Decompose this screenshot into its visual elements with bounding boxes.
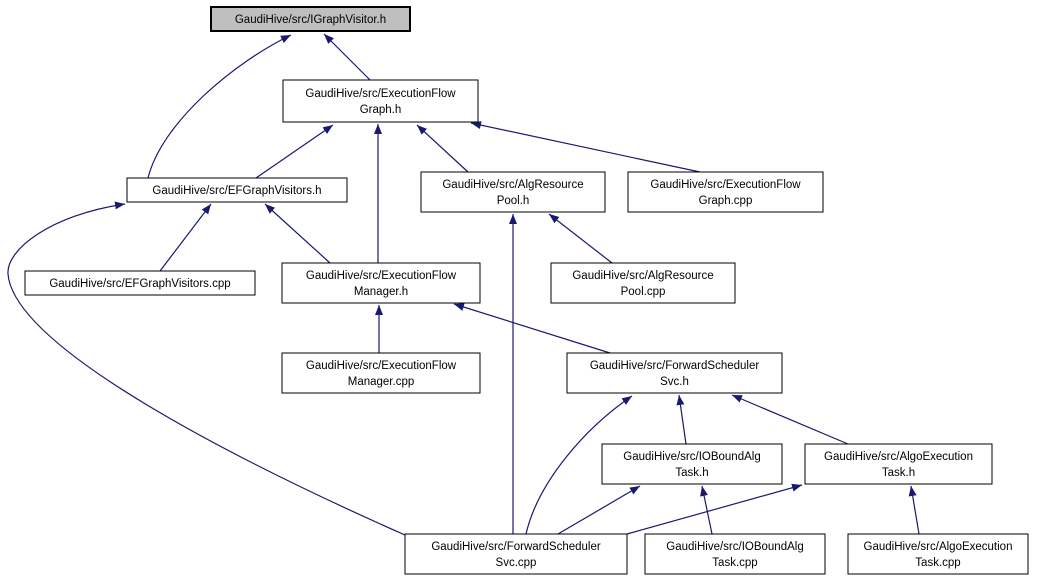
node-algresource-pool-cpp[interactable]: GaudiHive/src/AlgResource Pool.cpp xyxy=(550,262,736,304)
node-efgraphvisitors-cpp[interactable]: GaudiHive/src/EFGraphVisitors.cpp xyxy=(24,270,256,296)
node-box xyxy=(566,352,783,394)
node-igraphvisitor-h[interactable]: GaudiHive/src/IGraphVisitor.h xyxy=(210,6,411,32)
node-label-line2: Graph.cpp xyxy=(699,195,753,207)
edge-algoexecution-task-cpp-to-algoexecution-task-h xyxy=(908,485,920,535)
node-label-line1: GaudiHive/src/ForwardScheduler xyxy=(431,541,601,553)
node-label-line1: GaudiHive/src/ExecutionFlow xyxy=(305,88,456,100)
node-ioboundalg-task-h[interactable]: GaudiHive/src/IOBoundAlg Task.h xyxy=(601,443,783,485)
edge-efgraphvisitors-h-to-executionflow-graph-h xyxy=(255,124,334,179)
node-label-line1: GaudiHive/src/AlgoExecution xyxy=(864,541,1013,553)
node-label-line1: GaudiHive/src/IOBoundAlg xyxy=(666,541,803,553)
node-label-line1: GaudiHive/src/AlgoExecution xyxy=(824,451,973,463)
edge-forwardscheduler-svc-cpp-to-efgraphvisitors-h xyxy=(7,201,406,536)
node-label-line1: GaudiHive/src/AlgResource xyxy=(572,270,713,282)
node-box xyxy=(550,262,736,304)
node-label-line2: Manager.h xyxy=(354,286,408,298)
node-label: GaudiHive/src/IGraphVisitor.h xyxy=(235,14,386,26)
node-label-line2: Task.cpp xyxy=(712,557,757,569)
node-label-line1: GaudiHive/src/ForwardScheduler xyxy=(590,360,760,372)
node-box xyxy=(420,171,606,213)
node-label-line1: GaudiHive/src/ExecutionFlow xyxy=(306,360,457,372)
node-box xyxy=(282,79,479,123)
node-box xyxy=(210,6,411,32)
node-label: GaudiHive/src/EFGraphVisitors.cpp xyxy=(49,278,230,290)
node-label-line1: GaudiHive/src/ExecutionFlow xyxy=(650,179,801,191)
edge-forwardscheduler-svc-cpp-to-ioboundalg-task-h xyxy=(557,485,641,535)
edge-efgraphvisitors-cpp-to-efgraphvisitors-h xyxy=(159,203,212,272)
node-label-line2: Graph.h xyxy=(360,104,402,116)
edge-executionflow-graph-h-to-igraphvisitor-h xyxy=(323,33,371,81)
node-label-line1: GaudiHive/src/AlgResource xyxy=(442,179,583,191)
edge-ioboundalg-task-cpp-to-ioboundalg-task-h xyxy=(700,485,713,535)
node-label-line1: GaudiHive/src/IOBoundAlg xyxy=(623,451,760,463)
node-box xyxy=(627,171,824,213)
edge-executionflow-graph-cpp-to-executionflow-graph-h xyxy=(470,121,701,173)
edge-algresource-pool-h-to-executionflow-graph-h xyxy=(416,124,469,173)
node-box xyxy=(281,262,481,304)
node-label-line2: Pool.cpp xyxy=(621,286,666,298)
node-box xyxy=(24,270,256,296)
node-label-line2: Task.h xyxy=(675,467,708,479)
node-box xyxy=(804,443,993,485)
edge-algoexecution-task-h-to-forwardscheduler-svc-h xyxy=(731,394,849,445)
node-executionflow-graph-cpp[interactable]: GaudiHive/src/ExecutionFlow Graph.cpp xyxy=(627,171,824,213)
node-label-line1: GaudiHive/src/ExecutionFlow xyxy=(306,270,457,282)
node-executionflow-manager-cpp[interactable]: GaudiHive/src/ExecutionFlow Manager.cpp xyxy=(281,352,481,394)
node-box xyxy=(126,177,348,203)
node-algoexecution-task-cpp[interactable]: GaudiHive/src/AlgoExecution Task.cpp xyxy=(847,533,1029,575)
node-algoexecution-task-h[interactable]: GaudiHive/src/AlgoExecution Task.h xyxy=(804,443,993,485)
node-label-line2: Task.cpp xyxy=(915,557,960,569)
node-box xyxy=(847,533,1029,575)
node-forwardscheduler-svc-h[interactable]: GaudiHive/src/ForwardScheduler Svc.h xyxy=(566,352,783,394)
node-label-line2: Svc.h xyxy=(660,376,689,388)
node-box xyxy=(281,352,481,394)
node-algresource-pool-h[interactable]: GaudiHive/src/AlgResource Pool.h xyxy=(420,171,606,213)
node-box xyxy=(644,533,826,575)
node-executionflow-manager-h[interactable]: GaudiHive/src/ExecutionFlow Manager.h xyxy=(281,262,481,304)
edge-algresource-pool-cpp-to-algresource-pool-h xyxy=(548,213,613,264)
node-ioboundalg-task-cpp[interactable]: GaudiHive/src/IOBoundAlg Task.cpp xyxy=(644,533,826,575)
edge-forwardscheduler-svc-cpp-to-forwardscheduler-svc-h xyxy=(525,395,633,535)
node-label-line2: Pool.h xyxy=(497,195,530,207)
node-box xyxy=(404,533,628,575)
node-label-line2: Svc.cpp xyxy=(496,557,537,569)
edge-forwardscheduler-svc-cpp-to-algoexecution-task-h xyxy=(626,483,803,535)
edge-ioboundalg-task-h-to-forwardscheduler-svc-h xyxy=(676,394,687,445)
node-label-line2: Task.h xyxy=(882,467,915,479)
edge-efgraphvisitors-h-to-igraphvisitor-h xyxy=(147,34,292,179)
edge-executionflow-manager-h-to-efgraphvisitors-h xyxy=(264,203,331,264)
node-label-line2: Manager.cpp xyxy=(348,376,415,388)
node-forwardscheduler-svc-cpp[interactable]: GaudiHive/src/ForwardScheduler Svc.cpp xyxy=(404,533,628,575)
node-efgraphvisitors-h[interactable]: GaudiHive/src/EFGraphVisitors.h xyxy=(126,177,348,203)
node-executionflow-graph-h[interactable]: GaudiHive/src/ExecutionFlow Graph.h xyxy=(282,79,479,123)
edge-forwardscheduler-svc-h-to-executionflow-manager-h xyxy=(453,303,611,354)
node-label: GaudiHive/src/EFGraphVisitors.h xyxy=(152,185,321,197)
node-box xyxy=(601,443,783,485)
